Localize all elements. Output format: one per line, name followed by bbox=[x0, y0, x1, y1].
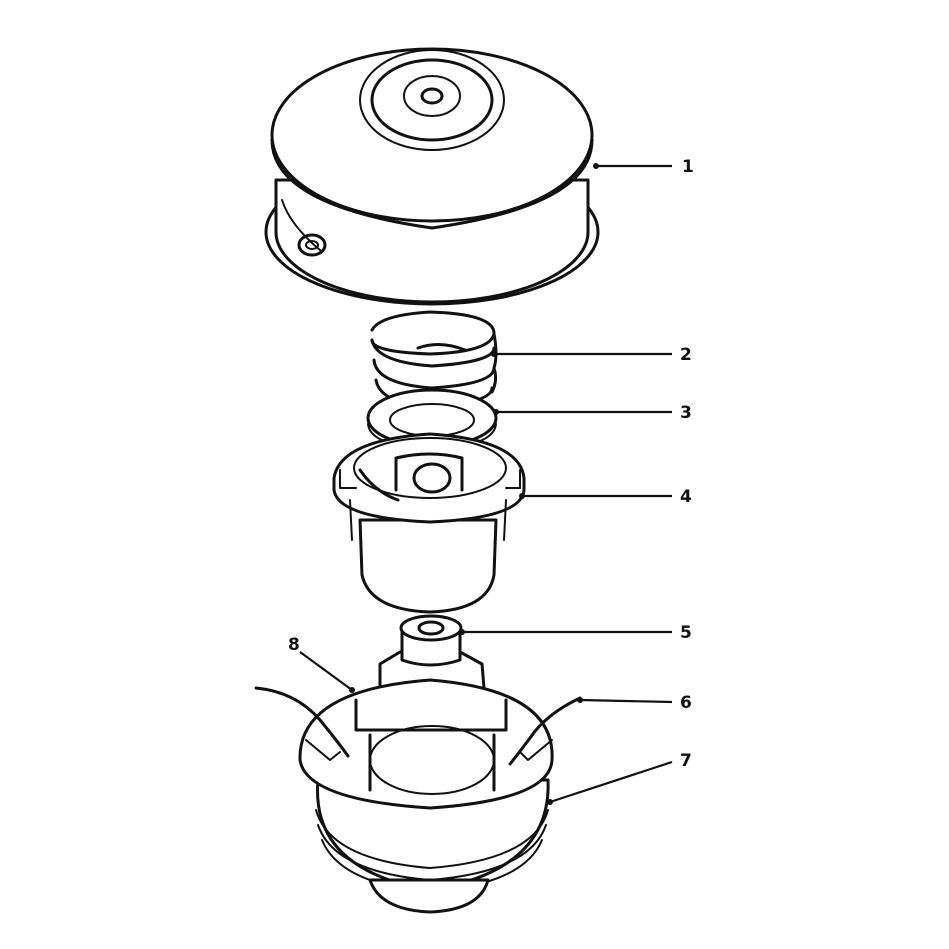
callout-1: 1 bbox=[682, 157, 694, 177]
callout-4: 4 bbox=[680, 487, 692, 507]
callout-5: 5 bbox=[680, 623, 692, 643]
callout-labels: 1 2 3 4 5 6 7 8 bbox=[288, 157, 694, 771]
part-line bbox=[254, 686, 582, 766]
callout-6: 6 bbox=[680, 693, 692, 713]
part-housing bbox=[298, 678, 554, 914]
part-spool bbox=[332, 432, 526, 614]
callout-2: 2 bbox=[680, 345, 692, 365]
callout-8: 8 bbox=[288, 635, 300, 655]
cover-screw-icon bbox=[297, 233, 327, 257]
leader-lines bbox=[299, 163, 673, 805]
callout-7: 7 bbox=[680, 751, 692, 771]
callout-3: 3 bbox=[680, 403, 692, 423]
part-cover bbox=[264, 47, 600, 306]
